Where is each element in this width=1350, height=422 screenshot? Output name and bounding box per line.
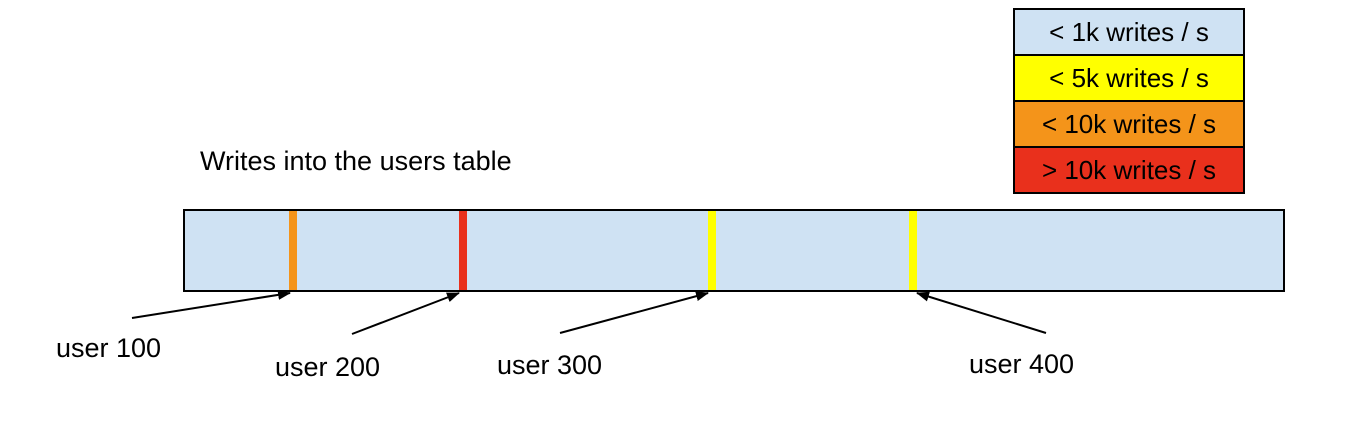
diagram-title: Writes into the users table [200,146,512,176]
legend: < 1k writes / s < 5k writes / s < 10k wr… [1013,8,1245,194]
write-marker-user-200 [458,211,467,290]
write-marker-user-100 [288,211,297,290]
legend-item-lt-5k: < 5k writes / s [1013,54,1245,102]
user-100-label: user 100 [56,333,162,363]
legend-item-gt-10k: > 10k writes / s [1013,146,1245,194]
user-200-label: user 200 [275,352,381,382]
arrow-user-400 [916,291,1047,334]
arrow-user-300 [559,291,709,334]
user-300-label: user 300 [497,350,603,380]
write-marker-user-400 [908,211,917,290]
write-marker-user-300 [708,211,717,290]
legend-item-lt-10k: < 10k writes / s [1013,100,1245,148]
legend-item-lt-1k: < 1k writes / s [1013,8,1245,56]
users-table-bar [183,209,1285,292]
user-400-label: user 400 [969,349,1075,379]
arrow-user-200 [351,292,460,335]
arrow-user-100 [131,289,291,319]
